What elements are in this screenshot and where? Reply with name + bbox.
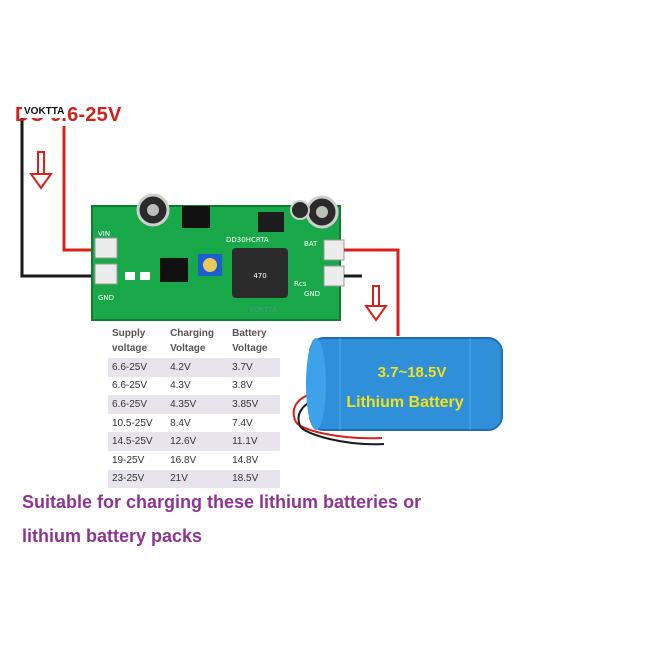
charger-pcb-board: 470 VIN GND BAT GND Rcs DD30HCRTA VOKTTA bbox=[91, 193, 345, 321]
bat-output-wire bbox=[344, 248, 400, 336]
brand-logo: VOKTTA bbox=[22, 106, 67, 118]
header-charging-voltage: Charging Voltage bbox=[170, 328, 214, 354]
capacitor-small bbox=[290, 200, 310, 220]
battery-lead-black bbox=[297, 399, 385, 446]
supply-cell: 19-25V bbox=[108, 450, 167, 470]
vin-terminal bbox=[94, 237, 118, 259]
watermark-text: VOKTTA bbox=[249, 307, 277, 314]
header-battery-voltage: Battery Voltage bbox=[232, 328, 268, 354]
vin-input-wire bbox=[62, 126, 100, 252]
battery-cell: 3.8V bbox=[228, 376, 280, 396]
table-row: 6.6-25V 4.2V 3.7V bbox=[108, 358, 280, 377]
table-row: 10.5-25V 8.4V 7.4V bbox=[108, 413, 280, 433]
gnd-left-label: GND bbox=[98, 294, 114, 302]
battery-cell: 14.8V bbox=[228, 450, 280, 470]
table-row: 14.5-25V 12.6V 11.1V bbox=[108, 432, 280, 451]
charging-cell: 8.4V bbox=[166, 413, 229, 433]
gnd-terminal-left bbox=[94, 263, 118, 285]
diode bbox=[258, 212, 284, 232]
battery-cell: 3.85V bbox=[228, 395, 280, 414]
inductor-label: 470 bbox=[253, 272, 266, 280]
charging-cell: 4.2V bbox=[166, 358, 229, 377]
charging-cell: 4.35V bbox=[166, 395, 229, 414]
chip-label: DD30HCRTA bbox=[226, 236, 269, 244]
output-down-arrow-icon bbox=[364, 285, 388, 322]
supply-cell: 6.6-25V bbox=[108, 358, 167, 377]
ic-chip-left bbox=[160, 258, 188, 282]
bat-label: BAT bbox=[304, 240, 318, 248]
battery-cell: 18.5V bbox=[228, 469, 280, 489]
vin-label: VIN bbox=[98, 230, 110, 238]
inductor bbox=[232, 248, 288, 298]
supply-cell: 6.6-25V bbox=[108, 395, 167, 414]
supply-cell: 23-25V bbox=[108, 469, 167, 489]
charging-cell: 21V bbox=[166, 469, 229, 489]
battery-cell: 3.7V bbox=[228, 358, 280, 377]
header-supply-voltage: Supply voltage bbox=[112, 328, 148, 354]
gnd-terminal-right bbox=[323, 265, 345, 287]
battery-cell: 11.1V bbox=[228, 432, 280, 451]
charging-cell: 4.3V bbox=[166, 376, 229, 396]
bat-terminal bbox=[323, 239, 345, 261]
battery-lead-red bbox=[292, 393, 383, 440]
lithium-battery-pack bbox=[306, 337, 503, 431]
table-row: 6.6-25V 4.35V 3.85V bbox=[108, 395, 280, 414]
table-row: 23-25V 21V 18.5V bbox=[108, 469, 280, 489]
battery-voltage-label: 3.7~18.5V bbox=[377, 364, 447, 381]
supply-cell: 14.5-25V bbox=[108, 432, 167, 451]
charging-cell: 12.6V bbox=[166, 432, 229, 451]
gnd-input-wire bbox=[20, 118, 100, 278]
supply-cell: 6.6-25V bbox=[108, 376, 167, 396]
charging-cell: 16.8V bbox=[166, 450, 229, 470]
spec-table: Supply voltage Charging Voltage Battery … bbox=[108, 324, 280, 489]
table-row: 19-25V 16.8V 14.8V bbox=[108, 450, 280, 470]
gnd-right-label: GND bbox=[304, 290, 320, 298]
footer-line-2: lithium battery packs bbox=[22, 526, 203, 546]
battery-name-label: Lithium Battery bbox=[346, 394, 464, 411]
input-down-arrow-icon bbox=[29, 151, 53, 190]
table-row: 6.6-25V 4.3V 3.8V bbox=[108, 376, 280, 396]
supply-cell: 10.5-25V bbox=[108, 413, 167, 433]
footer-line-1: Suitable for charging these lithium batt… bbox=[22, 492, 422, 512]
table-header-row: Supply voltage Charging Voltage Battery … bbox=[108, 324, 280, 358]
battery-cell: 7.4V bbox=[228, 413, 280, 433]
rcs-label: Rcs bbox=[294, 280, 307, 288]
ic-chip-top bbox=[182, 206, 210, 228]
